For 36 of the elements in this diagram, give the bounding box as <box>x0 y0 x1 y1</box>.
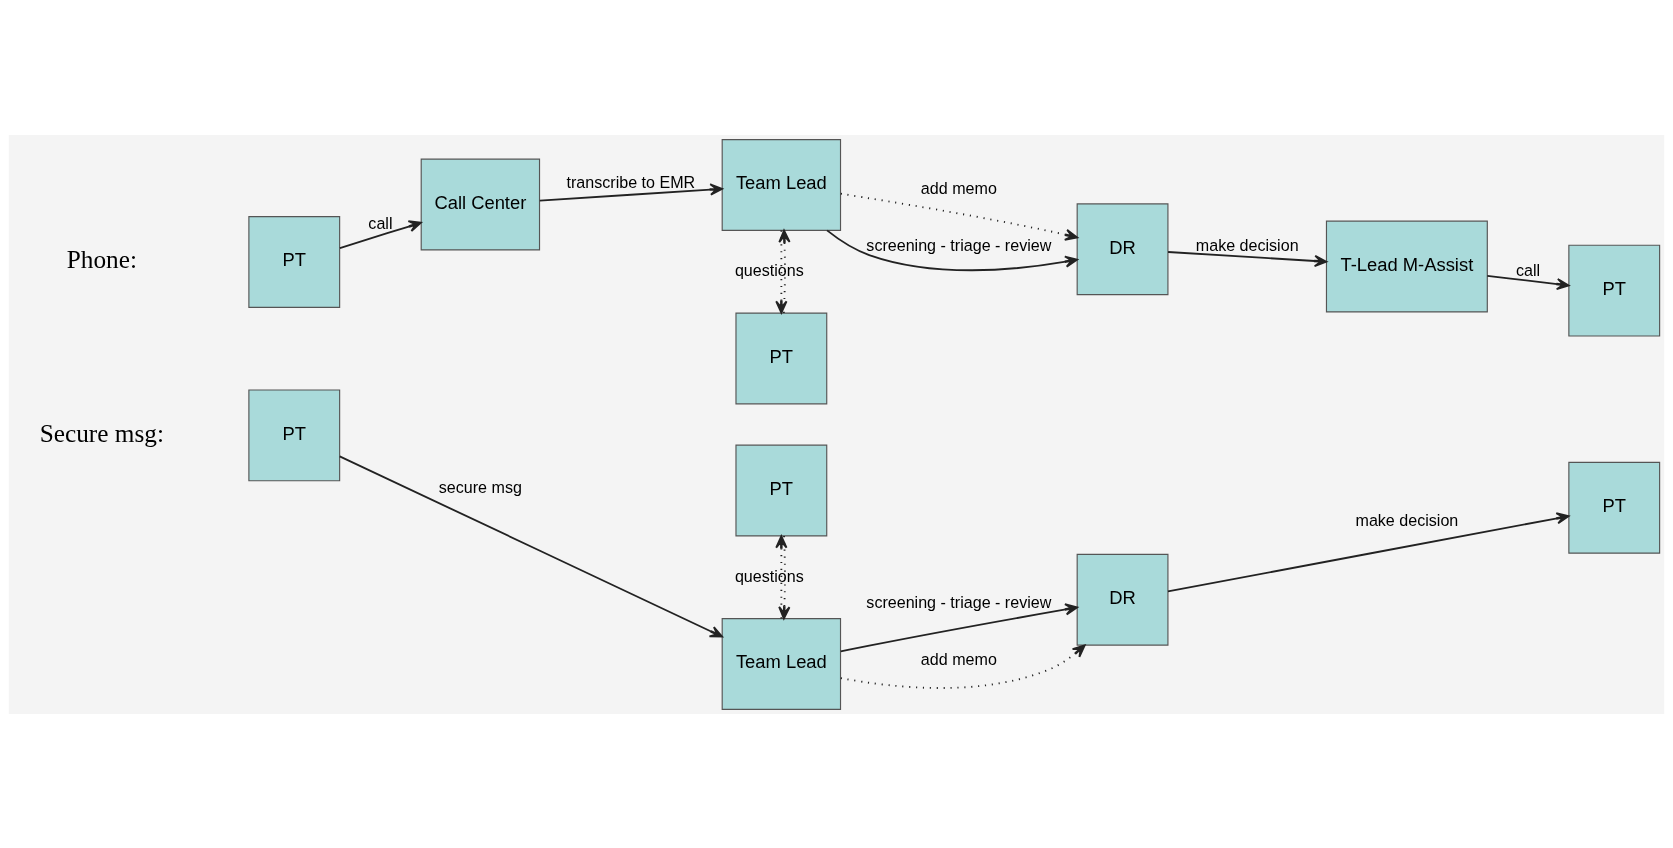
node-box: PT <box>735 312 828 404</box>
node-box: DR <box>1076 553 1169 646</box>
edge-label: make decision <box>1195 235 1299 254</box>
edge-label: secure msg <box>438 477 522 496</box>
edge-label: add memo <box>920 649 997 668</box>
node-box: PT <box>1568 461 1661 554</box>
edge-label: call <box>1516 260 1541 279</box>
arrow <box>839 192 1079 241</box>
node-box: PT <box>248 215 341 308</box>
node-box: DR <box>1076 202 1169 295</box>
edge-label: screening - triage - review <box>866 592 1052 611</box>
edge-label: make decision <box>1355 510 1459 529</box>
node-box: PT <box>735 444 828 536</box>
edge-label: questions <box>734 260 804 279</box>
node-box: Team Lead <box>721 138 842 231</box>
edge-label: questions <box>734 566 804 585</box>
arrow <box>338 219 422 249</box>
arrow <box>1167 511 1570 592</box>
arrow <box>839 602 1079 652</box>
edge-label: transcribe to EMR <box>566 172 696 190</box>
node-box: PT <box>1568 244 1661 337</box>
arrow <box>839 643 1086 689</box>
label: Secure msg: <box>39 418 164 447</box>
arrow <box>338 454 723 638</box>
edge-label: screening - triage - review <box>866 235 1052 254</box>
node-box: Team Lead <box>721 617 842 710</box>
arrow <box>1486 274 1570 290</box>
label: Phone: <box>66 244 137 273</box>
arrow <box>1167 250 1328 267</box>
arrow <box>538 182 723 202</box>
edge-label: add memo <box>920 178 997 197</box>
node-box: Call Center <box>420 158 541 250</box>
arrow <box>826 228 1078 271</box>
node-box: T-Lead M-Assist <box>1325 220 1488 312</box>
node-box: PT <box>248 388 341 481</box>
edge-label: call <box>368 213 393 232</box>
